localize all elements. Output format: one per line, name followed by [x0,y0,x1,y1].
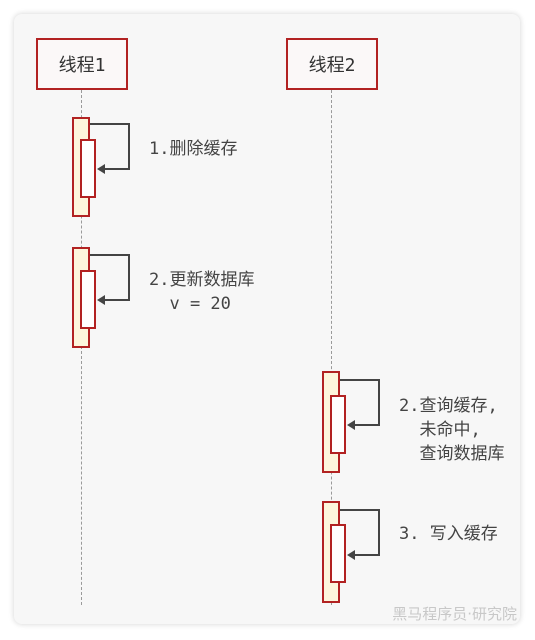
diagram-card [14,14,520,624]
message-label: 3. 写入缓存 [399,524,498,544]
self-call-arrow [340,509,380,560]
message-label: 1.删除缓存 [149,139,238,159]
message-label-line-2: 未命中, [399,420,481,440]
message-label: 2.查询缓存, [399,396,498,416]
self-call-arrow [340,379,380,430]
self-call-arrow [90,254,130,305]
nested-activation-bar [330,395,346,454]
nested-activation-bar [80,139,96,198]
nested-activation-bar [330,524,346,583]
self-call-arrow [90,123,130,174]
message-label-line-2: v = 20 [149,294,231,314]
message-label: 2.更新数据库 [149,270,255,290]
participant-thread-2: 线程2 [286,38,378,90]
watermark: 黑马程序员·研究院 [392,605,517,623]
message-label-line-3: 查询数据库 [399,444,505,464]
participant-thread-1: 线程1 [36,38,128,90]
lifeline-thread-2 [331,90,332,605]
nested-activation-bar [80,270,96,329]
